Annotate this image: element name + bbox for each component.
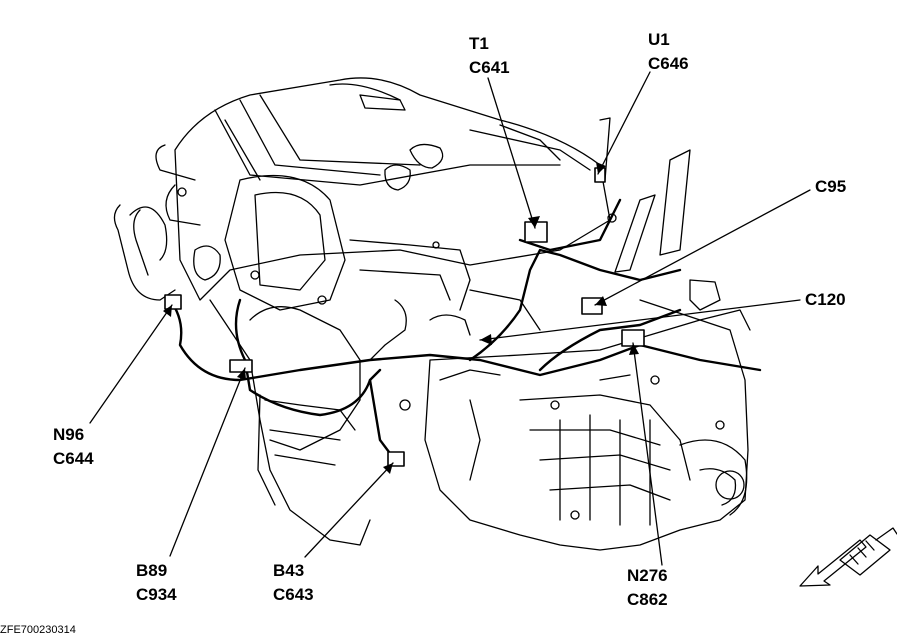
label-u1-name: U1 [648, 30, 670, 49]
label-b89-name: B89 [136, 561, 168, 580]
leader-c95 [594, 189, 811, 306]
label-b89-connector: C934 [136, 585, 177, 604]
label-t1-connector: C641 [469, 58, 510, 77]
label-b43-name: B43 [273, 561, 305, 580]
leader-n96 [89, 304, 173, 424]
engine-block-drawing [113, 77, 617, 546]
transmission-drawing [424, 279, 751, 551]
label-u1-connector: C646 [648, 54, 689, 73]
label-n96-name: N96 [53, 425, 85, 444]
leader-b89 [169, 367, 246, 557]
label-c95-connector: C95 [815, 177, 847, 196]
leader-c120 [479, 299, 801, 341]
label-n276-name: N276 [627, 566, 668, 585]
leader-n276 [632, 342, 663, 566]
label-t1-name: T1 [469, 34, 489, 53]
leader-lines [89, 71, 811, 566]
connector-shapes [164, 167, 645, 467]
label-n96-connector: C644 [53, 449, 94, 468]
wiring-harness [168, 198, 762, 462]
leader-b43 [304, 462, 394, 558]
front-arrow-icon [799, 527, 897, 587]
figure-id: ZFE700230314 [0, 624, 76, 636]
leader-t1 [487, 77, 536, 229]
label-c120-connector: C120 [805, 290, 846, 309]
label-n276-connector: C862 [627, 590, 668, 609]
label-b43-connector: C643 [273, 585, 314, 604]
leader-arrowheads [163, 162, 639, 474]
hose-drawing [599, 117, 691, 273]
leader-u1 [597, 71, 651, 175]
